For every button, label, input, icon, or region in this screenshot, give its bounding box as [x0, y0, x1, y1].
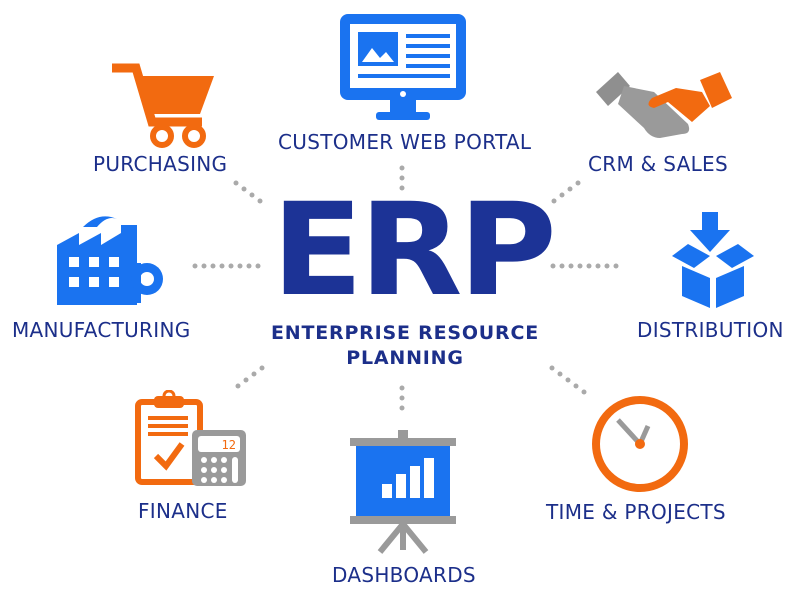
erp-subtitle-line1: ENTERPRISE RESOURCE	[271, 322, 539, 344]
erp-subtitle-line2: PLANNING	[346, 347, 464, 369]
label-time-projects: TIME & PROJECTS	[546, 500, 726, 524]
erp-title: ERP	[271, 176, 557, 325]
calculator-display: 12	[222, 438, 236, 452]
label-crm-sales: CRM & SALES	[588, 152, 728, 176]
monitor-icon	[340, 14, 466, 120]
presentation-chart-icon	[350, 430, 456, 554]
label-purchasing: PURCHASING	[93, 152, 228, 176]
label-distribution: DISTRIBUTION	[637, 318, 784, 342]
factory-icon	[57, 216, 163, 305]
label-dashboards: DASHBOARDS	[332, 563, 476, 587]
distribution-box-icon	[672, 212, 754, 308]
label-finance: FINANCE	[138, 499, 228, 523]
label-customer-web-portal: CUSTOMER WEB PORTAL	[278, 130, 532, 154]
clock-icon	[592, 396, 688, 492]
handshake-icon	[596, 72, 732, 138]
shopping-cart-icon	[112, 63, 214, 148]
clipboard-calculator-icon: 12	[135, 390, 246, 486]
label-manufacturing: MANUFACTURING	[12, 318, 191, 342]
